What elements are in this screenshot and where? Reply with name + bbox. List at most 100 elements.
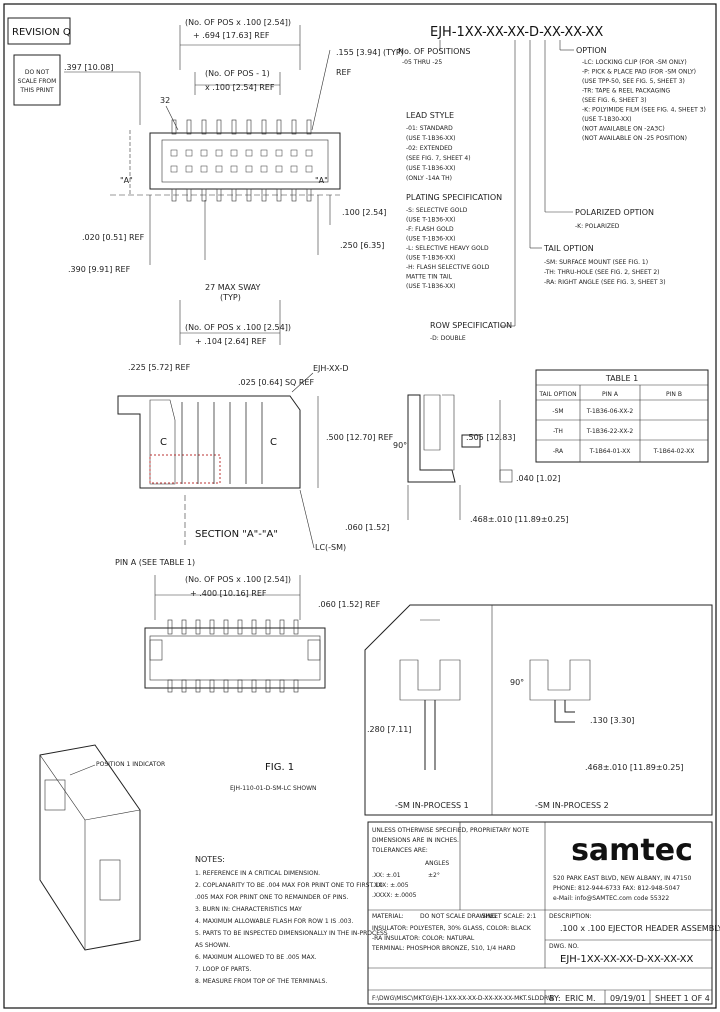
dim-90-ip2: 90°	[510, 678, 524, 687]
top-pin-pad	[230, 165, 238, 173]
material-0: INSULATOR: POLYESTER, 30% GLASS, COLOR: …	[372, 925, 532, 932]
angles-value: ±2°	[428, 872, 440, 879]
plating-line-2: -F: FLASH GOLD	[406, 226, 454, 233]
table-title: TABLE 1	[605, 374, 638, 383]
front-pin-upper	[195, 619, 201, 635]
polarized-line-0: -K: POLARIZED	[575, 223, 620, 230]
option-line-2: (USE TPP-50, SEE FIG. 5, SHEET 3)	[582, 78, 685, 85]
top-pin-pad	[215, 149, 223, 157]
sheet-value: SHEET 1 OF 4	[655, 994, 710, 1003]
dim-top-694: + .694 [17.63] REF	[193, 31, 270, 40]
plating-line-0: -S: SELECTIVE GOLD	[406, 207, 468, 214]
top-pin-upper	[186, 119, 192, 135]
address-1: PHONE: 812-944-6733 FAX: 812-948-5047	[553, 885, 680, 892]
front-pin-upper	[251, 619, 257, 635]
dim-397: .397 [10.08]	[64, 63, 114, 72]
table-cell-2-1: T-1B64-01-XX	[589, 448, 631, 455]
dim-060: .060 [1.52]	[345, 523, 389, 532]
angles-label: ANGLES	[425, 860, 449, 867]
samtec-logo: samtec	[571, 833, 693, 868]
front-view-pins	[167, 619, 299, 693]
label-lc-sm: LC(-SM)	[315, 543, 346, 552]
front-pin-lower	[279, 679, 285, 693]
note-item-6: AS SHOWN.	[195, 942, 230, 949]
front-pin-lower	[237, 679, 243, 693]
revision-text: REVISION Q	[12, 27, 71, 38]
fig-title: FIG. 1	[265, 762, 294, 773]
plating-line-4: -L: SELECTIVE HEAVY GOLD	[406, 245, 489, 252]
section-view: .225 [5.72] REF .025 [0.64] SQ REF EJH-X…	[117, 363, 394, 552]
tail-title: TAIL OPTION	[543, 244, 594, 253]
dim-top-pos: (No. OF POS x .100 [2.54])	[185, 18, 291, 27]
notes-block: NOTES: 1. REFERENCE IN A CRITICAL DIMENS…	[195, 855, 388, 985]
side-view: 90° .505 [12.83] .040 [1.02] .468±.010 […	[393, 394, 569, 524]
top-pin-pad	[290, 165, 298, 173]
address-0: 520 PARK EAST BLVD, NEW ALBANY, IN 47150	[553, 875, 692, 882]
tol-1: DIMENSIONS ARE IN INCHES.	[372, 837, 459, 844]
top-pin-upper	[201, 119, 207, 135]
dim-top-pos2: (No. OF POS - 1)	[205, 69, 270, 78]
proprietary-title: PROPRIETARY NOTE	[470, 827, 529, 834]
option-line-0: -LC: LOCKING CLIP (FOR -SM ONLY)	[582, 59, 687, 66]
option-line-3: -TR: TAPE & REEL PACKAGING	[582, 88, 671, 95]
note-item-0: 1. REFERENCE IN A CRITICAL DIMENSION.	[195, 870, 320, 877]
material-label: MATERIAL:	[372, 913, 404, 920]
option-title: OPTION	[576, 46, 607, 55]
front-pin-lower	[265, 679, 271, 693]
option-line-7: (NOT AVAILABLE ON -2A3C)	[582, 126, 665, 133]
row-line-0: -D: DOUBLE	[430, 335, 466, 342]
section-c-mark-right: C	[270, 437, 277, 448]
lead-line-2: -02: EXTENDED	[406, 145, 453, 152]
date-value: 09/19/01	[610, 994, 646, 1003]
top-pin-upper	[306, 119, 312, 135]
label-a-right: "A"	[315, 176, 328, 185]
front-pin-lower	[167, 679, 173, 693]
notes-lines: 1. REFERENCE IN A CRITICAL DIMENSION.2. …	[195, 870, 388, 985]
front-pin-lower	[209, 679, 215, 693]
top-pin-pad	[260, 165, 268, 173]
table-cell-1-1: T-1B36-22-XX-2	[586, 428, 634, 435]
tail-line-2: -RA: RIGHT ANGLE (SEE FIG. 3, SHEET 3)	[544, 279, 666, 286]
sheet-border	[3, 3, 717, 1009]
dim-130: .130 [3.30]	[590, 716, 634, 725]
front-pin-upper	[265, 619, 271, 635]
tol-val-1: .XXX: ±.005	[372, 882, 409, 889]
front-pin-upper	[209, 619, 215, 635]
dim-155-ref: REF	[336, 68, 352, 77]
front-pin-upper	[293, 619, 299, 635]
front-pin-lower	[223, 679, 229, 693]
note-item-4: 4. MAXIMUM ALLOWABLE FLASH FOR ROW 1 IS …	[195, 918, 353, 925]
dim-155: .155 [3.94] (TYP)	[336, 48, 404, 57]
table-cell-0-1: T-1B36-06-XX-2	[586, 408, 634, 415]
tail-lines: -SM: SURFACE MOUNT (SEE FIG. 1)-TH: THRU…	[544, 259, 666, 286]
dim-27-max: 27 MAX SWAY	[205, 283, 261, 292]
do-not-scale-line-3: THIS PRINT	[19, 87, 54, 94]
top-pin-pad	[275, 149, 283, 157]
description: .100 x .100 EJECTOR HEADER ASSEMBLY	[560, 924, 720, 933]
title-block: UNLESS OTHERWISE SPECIFIED, DIMENSIONS A…	[367, 821, 720, 1005]
lead-style-lines: -01: STANDARD(USE T-1B36-XX)-02: EXTENDE…	[406, 125, 471, 182]
label-position-indicator: POSITION 1 INDICATOR	[96, 761, 165, 768]
in-process-1: -SM IN-PROCESS 1	[395, 801, 469, 810]
front-pin-upper	[279, 619, 285, 635]
dim-bot-pos: (No. OF POS x .100 [2.54])	[185, 323, 291, 332]
plating-lines: -S: SELECTIVE GOLD (USE T-1B36-XX) -F: FLA…	[406, 207, 490, 290]
by-value: ERIC M.	[565, 994, 596, 1003]
fig-subtitle: EJH-110-01-D-SM-LC SHOWN	[230, 785, 317, 792]
plating-line-3: (USE T-1B36-XX)	[406, 236, 456, 243]
dim-225: .225 [5.72] REF	[128, 363, 191, 372]
notes-title: NOTES:	[195, 855, 225, 864]
file-path: F:\DWG\MISC\MKTG\EJH-1XX-XX-XX-D-XX-XX-X…	[372, 995, 554, 1002]
front-pin-upper	[167, 619, 173, 635]
top-pin-pad	[290, 149, 298, 157]
option-line-1: -P: PICK & PLACE PAD (FOR -SM ONLY)	[582, 69, 696, 76]
top-pin-pad	[305, 165, 313, 173]
label-a-left: "A"	[120, 176, 133, 185]
dim-104: + .104 [2.64] REF	[195, 337, 267, 346]
table-1: TABLE 1 TAIL OPTION PIN A PIN B -SM T-1B…	[535, 369, 709, 463]
front-pin-lower	[293, 679, 299, 693]
top-pin-upper	[231, 119, 237, 135]
top-pin-pad	[230, 149, 238, 157]
plating-line-6: -H: FLASH SELECTIVE GOLD	[406, 264, 490, 271]
lead-style-title: LEAD STYLE	[406, 111, 454, 120]
